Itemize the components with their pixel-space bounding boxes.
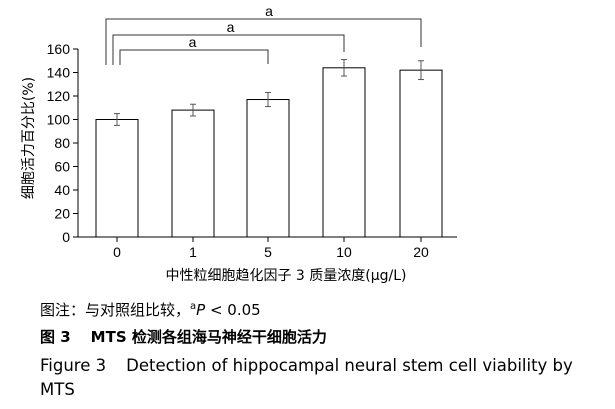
significance-bracket [105,18,422,65]
bar-0 [95,119,139,238]
chart-tick-labels: 0 20 40 60 80 100 120 140 160 0 1 5 10 20 [47,41,429,260]
x-tick-label: 10 [336,244,352,260]
x-tick-label: 5 [264,244,272,260]
bar-20 [399,69,443,238]
chart-bars [95,67,443,238]
note-rest: < 0.05 [205,301,261,319]
y-tick-label: 60 [54,159,70,175]
figure-en-label: Figure 3 [40,356,107,375]
figure-cn-title: MTS 检测各组海马神经干细胞活力 [90,328,327,346]
note-p-symbol: P [196,301,206,319]
significance-bracket [112,34,345,65]
significance-label: a [265,3,273,19]
significance-label: a [189,34,197,50]
bar-10 [322,67,366,238]
figure-en-title: Detection of hippocampal neural stem cel… [40,356,573,399]
bar-1 [171,109,215,238]
x-tick-label: 0 [113,244,121,260]
y-tick-label: 20 [54,206,70,222]
bar-5 [246,99,290,238]
x-tick-label: 20 [413,244,429,260]
y-tick-label: 80 [54,135,70,151]
figure-note: 图注：与对照组比较，aP < 0.05 [40,299,261,320]
chart-error-bars [114,59,424,126]
y-tick-label: 160 [47,41,71,57]
figure-cn-label: 图 3 [40,328,71,346]
significance-label: a [227,19,235,35]
y-tick-label: 40 [54,182,70,198]
y-tick-label: 0 [62,229,70,245]
y-tick-label: 140 [47,65,71,81]
y-tick-label: 120 [47,88,71,104]
x-tick-label: 1 [189,244,197,260]
note-superscript: a [190,301,197,312]
significance-brackets: a a a [105,3,422,65]
note-prefix: 图注：与对照组比较， [40,301,191,319]
bar-chart: a a a 0 20 40 60 80 100 120 140 160 0 1 5 10 20 细胞活力百分比… [21,3,457,284]
x-axis-label: 中性粒细胞趋化因子 3 质量浓度(μg/L) [165,268,406,284]
y-tick-label: 100 [47,112,71,128]
y-axis-label: 细胞活力百分比(%) [21,77,37,199]
significance-bracket [119,49,269,65]
figure-caption-cn: 图 3 MTS 检测各组海马神经干细胞活力 [40,326,327,347]
